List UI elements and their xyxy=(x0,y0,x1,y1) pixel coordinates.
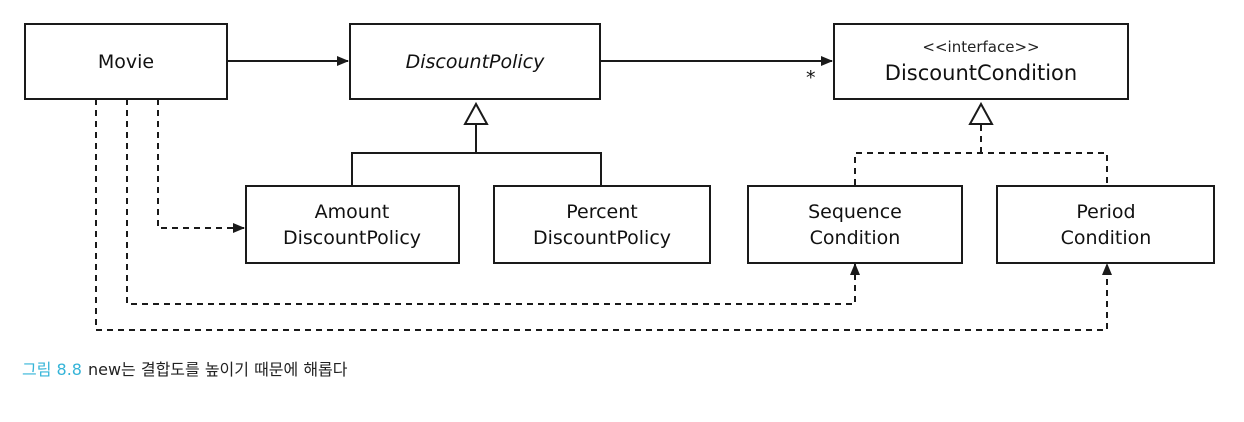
discountcondition-interface-name: DiscountCondition xyxy=(885,61,1077,85)
periodcondition-name-line1: Period xyxy=(1076,201,1135,223)
movie-class-name: Movie xyxy=(98,51,154,73)
percentdiscountpolicy-name-line1: Percent xyxy=(566,201,638,223)
discountpolicy-generalization-branch xyxy=(351,152,602,185)
percentdiscountpolicy-name-line2: DiscountPolicy xyxy=(533,227,671,249)
multiplicity-label: * xyxy=(806,67,816,89)
movie-to-periodcondition-dependency xyxy=(95,99,1112,331)
sequencecondition-name-line2: Condition xyxy=(810,227,901,249)
movie-to-sequencecondition-dependency xyxy=(126,99,860,305)
percentdiscountpolicy-class: Percent DiscountPolicy xyxy=(493,185,711,264)
movie-class: Movie xyxy=(24,23,228,100)
movie-to-amountdiscountpolicy-dependency xyxy=(157,99,245,233)
class-diagram: * Movie DiscountPolicy <<interface>> Dis… xyxy=(24,23,1215,331)
discountpolicy-class-name: DiscountPolicy xyxy=(406,51,545,73)
discountpolicy-generalization-triangle xyxy=(463,101,489,125)
amountdiscountpolicy-class: Amount DiscountPolicy xyxy=(245,185,460,264)
figure-number: 그림 8.8 xyxy=(22,360,82,379)
figure-caption-text: new는 결합도를 높이기 때문에 해롭다 xyxy=(87,360,348,379)
discountcondition-stereotype: <<interface>> xyxy=(922,38,1039,56)
amountdiscountpolicy-name-line2: DiscountPolicy xyxy=(283,227,421,249)
discountcondition-interface: <<interface>> DiscountCondition xyxy=(833,23,1129,100)
sequencecondition-name-line1: Sequence xyxy=(808,201,902,223)
figure-caption: 그림 8.8 new는 결합도를 높이기 때문에 해롭다 xyxy=(22,356,347,380)
sequencecondition-class: Sequence Condition xyxy=(747,185,963,264)
periodcondition-class: Period Condition xyxy=(996,185,1215,264)
discountcondition-realization-branch xyxy=(854,152,1108,185)
periodcondition-name-line2: Condition xyxy=(1061,227,1152,249)
amountdiscountpolicy-name-line1: Amount xyxy=(315,201,390,223)
discountpolicy-class: DiscountPolicy xyxy=(349,23,601,100)
discountcondition-realization-triangle xyxy=(968,101,994,125)
